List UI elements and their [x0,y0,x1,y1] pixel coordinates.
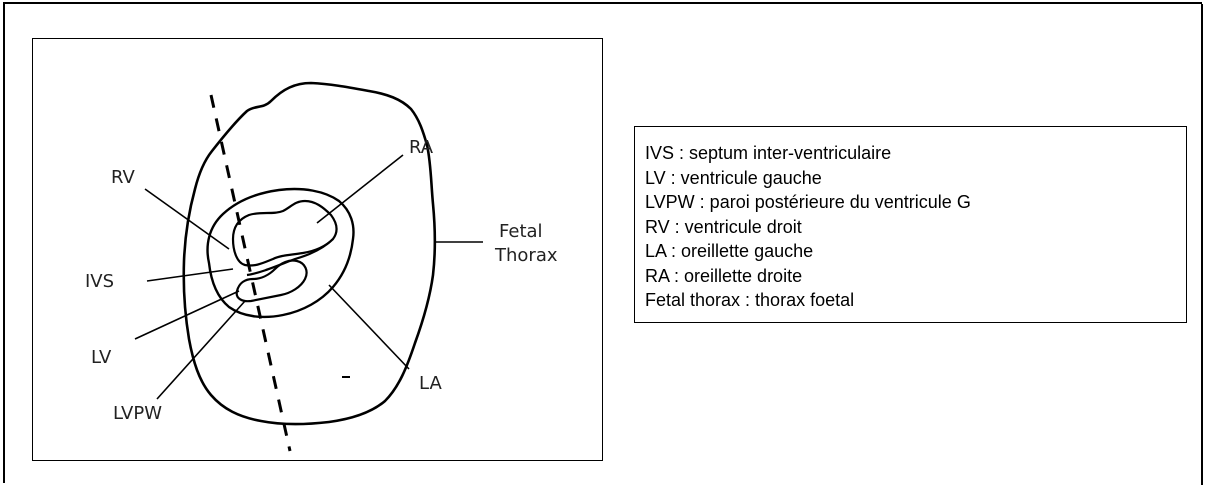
heart-chambers [233,201,337,301]
legend-item-ra: RA : oreillette droite [645,264,1186,289]
fetal-heart-diagram: RV RA Fetal Thorax IVS LV LA LVPW [32,38,603,461]
legend-box: IVS : septum inter-ventriculaire LV : ve… [634,126,1187,323]
label-lv: LV [91,347,112,368]
label-ra: RA [409,137,434,158]
legend-item-lv: LV : ventricule gauche [645,166,1186,191]
label-fetal: Fetal [499,221,543,242]
legend-item-ivs: IVS : septum inter-ventriculaire [645,141,1186,166]
label-la: LA [419,373,442,394]
label-lvpw: LVPW [113,403,162,424]
dashed-axis-line [211,95,290,451]
heart-outline [208,189,354,317]
label-ivs: IVS [85,271,114,292]
legend-item-rv: RV : ventricule droit [645,215,1186,240]
legend-item-lvpw: LVPW : paroi postérieure du ventricule G [645,190,1186,215]
legend-list: IVS : septum inter-ventriculaire LV : ve… [645,141,1186,313]
label-rv: RV [111,167,136,188]
legend-item-fetal-thorax: Fetal thorax : thorax foetal [645,288,1186,313]
legend-item-la: LA : oreillette gauche [645,239,1186,264]
label-thorax: Thorax [494,245,558,266]
